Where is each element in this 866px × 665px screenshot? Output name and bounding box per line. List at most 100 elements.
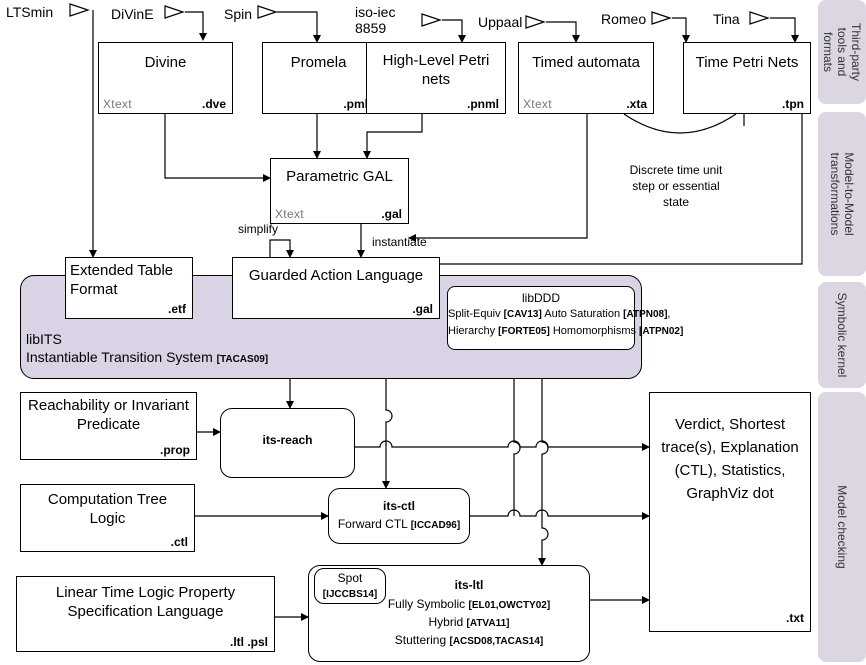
- wire-divine-pgal: [164, 114, 271, 182]
- format-tpn-ext: .tpn: [782, 97, 804, 111]
- side-third-party: Third-party tools and formats: [818, 0, 866, 104]
- format-hlpn: High-Level Petri nets .pnml: [366, 42, 506, 114]
- its-reach-title: its-reach: [262, 433, 313, 447]
- play-icon-spin: [257, 5, 278, 19]
- ctl-logic-box: Computation Tree Logic .ctl: [20, 484, 195, 552]
- libddd-l2a: Split-Equiv: [448, 308, 504, 320]
- its-ltl-c3: [ACSD08,TACAS14]: [449, 636, 544, 647]
- wire-libits-ltl: [538, 379, 549, 566]
- libddd-line2: Split-Equiv [CAV13] Auto Saturation [ATP…: [448, 307, 670, 322]
- its-ltl-title: its-ltl: [454, 578, 484, 592]
- its-ltl-c1: [EL01,OWCTY02]: [468, 600, 551, 611]
- its-ltl-line3: Stuttering [ACSD08,TACAS14]: [309, 633, 589, 649]
- verdict-ext: .txt: [786, 611, 804, 625]
- format-timed-ext: .xta: [626, 97, 647, 111]
- wire-libits-ctl: [382, 379, 393, 489]
- pgal-title: Parametric GAL: [286, 168, 393, 185]
- libddd-title: libDDD: [521, 291, 560, 305]
- format-promela: Promela .pml: [262, 42, 375, 114]
- libddd-l2c: ,: [667, 308, 671, 320]
- wire-hlpn-pgal: [363, 114, 423, 159]
- wire-ctl-verdict: [470, 509, 650, 520]
- edge-instantiate: instantiate: [372, 235, 427, 249]
- play-icon-isoiec: [421, 13, 442, 27]
- format-divine-title: Divine: [144, 54, 187, 71]
- xtext-logo: Xtext: [275, 207, 304, 221]
- its-ltl-l2a: Hybrid: [428, 615, 467, 629]
- discrete-note: Discrete time unit step or essential sta…: [629, 163, 723, 209]
- tool-ltsmin: LTSmin: [6, 4, 54, 20]
- xtext-logo: Xtext: [523, 97, 552, 111]
- its-ctl-cite: [ICCAD96]: [410, 520, 461, 531]
- gal-title: Guarded Action Language: [248, 267, 424, 284]
- libddd-l2b: Auto Saturation: [541, 308, 624, 320]
- xtext-logo: Xtext: [103, 97, 132, 111]
- format-tpn-title: Time Petri Nets: [695, 54, 799, 71]
- reach-predicate-ext: .prop: [160, 443, 190, 457]
- libddd-c3a: [FORTE05]: [498, 326, 550, 337]
- format-promela-ext: .pml: [343, 97, 368, 111]
- libddd-box: libDDD Split-Equiv [CAV13] Auto Saturati…: [447, 286, 683, 350]
- its-ltl-c2: [ATVA11]: [466, 618, 510, 629]
- tool-isoiec: iso-iec 8859: [355, 4, 396, 36]
- libddd-l3b: Homomorphisms: [549, 325, 640, 337]
- etf-title: Extended Table Format: [70, 262, 174, 298]
- format-promela-title: Promela: [290, 54, 347, 71]
- tool-divine: DiVinE: [111, 6, 154, 22]
- pgal-ext: .gal: [381, 207, 402, 221]
- format-divine-ext: .dve: [201, 97, 226, 111]
- wire-spin: [277, 11, 321, 43]
- play-icon-romeo: [651, 11, 672, 25]
- its-ctl-sub: Forward CTL: [337, 517, 411, 531]
- ctl-logic-ext: .ctl: [170, 535, 188, 549]
- spot-title: Spot: [337, 571, 363, 585]
- etf-ext: .etf: [168, 302, 186, 316]
- libits-line1: libITS: [26, 331, 62, 347]
- its-ltl-l3a: Stuttering: [394, 633, 450, 647]
- side-model-checking: Model checking: [818, 392, 866, 662]
- parametric-gal: Parametric GAL Xtext .gal: [270, 158, 409, 224]
- wire-libits-verdict: [513, 379, 521, 516]
- discrete-arc: [623, 113, 737, 134]
- format-divine: Divine Xtext .dve: [98, 42, 233, 114]
- wire-simplify-loop: [269, 239, 294, 258]
- edge-simplify: simplify: [238, 222, 279, 236]
- its-reach-box: its-reach: [220, 408, 355, 478]
- its-ltl-line1: Fully Symbolic [EL01,OWCTY02]: [309, 597, 589, 613]
- wire-divine: [185, 11, 207, 41]
- its-ctl-box: its-ctl Forward CTL [ICCAD96]: [328, 488, 470, 544]
- verdict-title: Verdict, Shortest trace(s), Explanation …: [661, 416, 799, 502]
- its-ltl-line2: Hybrid [ATVA11]: [309, 615, 589, 631]
- tool-romeo: Romeo: [601, 11, 647, 27]
- play-icon-tina: [749, 11, 770, 25]
- ltl-logic-title: Linear Time Logic Property Specification…: [55, 584, 236, 620]
- reach-predicate-box: Reachability or Invariant Predicate .pro…: [20, 392, 197, 460]
- gal-box: Guarded Action Language .gal: [232, 257, 440, 319]
- its-ctl-title: its-ctl: [382, 499, 415, 513]
- wire-romeo: [672, 17, 690, 43]
- spot-box: Spot [IJCCBS14]: [314, 568, 386, 604]
- spot-cite: [IJCCBS14]: [322, 589, 378, 600]
- play-icon-uppaal: [525, 15, 546, 29]
- etf-box: Extended Table Format .etf: [65, 257, 193, 319]
- gal-ext: .gal: [412, 302, 433, 316]
- its-ltl-l1a: Fully Symbolic: [387, 597, 469, 611]
- play-icon-divine: [164, 5, 185, 19]
- play-icon-ltsmin: [69, 3, 90, 17]
- its-ctl-sub-wrap: Forward CTL [ICCAD96]: [329, 517, 469, 533]
- libddd-c3b: [ATPN02]: [639, 326, 684, 337]
- wire-uppaal: [546, 21, 580, 43]
- libits-cite: [TACAS09]: [216, 354, 269, 365]
- side-m2m: Model-to-Model transformations: [818, 112, 866, 276]
- ltl-logic-ext: .ltl .psl: [229, 635, 268, 649]
- wire-tina: [770, 17, 799, 43]
- verdict-box: Verdict, Shortest trace(s), Explanation …: [649, 392, 811, 632]
- format-hlpn-ext: .pnml: [467, 97, 499, 111]
- wire-isoiec: [442, 19, 466, 43]
- format-timed: Timed automata Xtext .xta: [518, 42, 654, 114]
- tool-uppaal: Uppaal: [478, 14, 523, 30]
- ltl-logic-box: Linear Time Logic Property Specification…: [16, 576, 275, 652]
- wire-timed-pgal: [408, 114, 588, 242]
- libddd-c2a: [CAV13]: [503, 309, 542, 320]
